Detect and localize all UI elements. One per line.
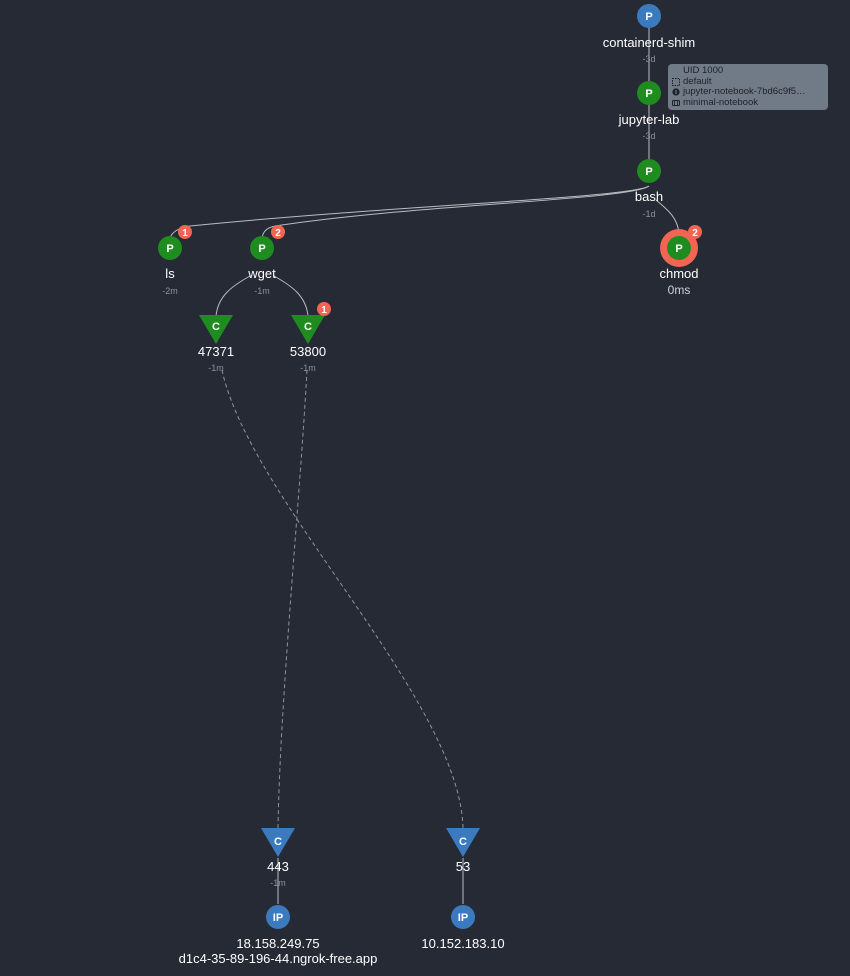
node-letter: C	[274, 836, 282, 848]
namespace-text: default	[683, 76, 712, 87]
edge-47371-53	[221, 369, 464, 829]
node-letter: P	[166, 243, 173, 255]
connection-node-triangle[interactable]	[291, 315, 325, 344]
node-containerd-shim[interactable]: P	[637, 4, 661, 28]
pod-text: jupyter-notebook-7bd6c9f5…	[683, 87, 806, 97]
conn-53-label: 53	[455, 859, 471, 874]
node-letter: P	[645, 166, 652, 178]
connection-node-triangle[interactable]	[446, 828, 480, 857]
process-node-circle[interactable]	[250, 236, 274, 260]
node-conn-443[interactable]: C	[261, 828, 295, 857]
edge-wget-47371	[215, 275, 251, 317]
chmod-label: chmod	[659, 266, 699, 281]
edge-bash-chmod	[655, 199, 680, 235]
wget-label: wget	[248, 266, 276, 281]
node-letter: P	[645, 11, 652, 23]
chmod-time: 0ms	[667, 283, 691, 297]
jupyter-lab-label: jupyter-lab	[618, 112, 680, 127]
conn-443-label: 443	[267, 859, 289, 874]
alert-badge	[271, 225, 285, 239]
node-ls[interactable]: P 1	[158, 225, 192, 260]
alert-badge-count: 1	[321, 305, 327, 316]
edge-bash-wget	[261, 185, 650, 239]
conn-443-time: -1m	[270, 878, 286, 888]
alert-badge-count: 2	[275, 228, 281, 239]
node-conn-53800[interactable]: C 1	[291, 302, 331, 344]
ip-1-address: 18.158.249.75	[236, 936, 320, 951]
alert-badge-count: 2	[692, 228, 698, 239]
edges	[169, 16, 680, 904]
process-info-tooltip: UID 1000 default jupyter-notebook-7bd6c9…	[668, 64, 828, 110]
process-node-circle[interactable]	[637, 4, 661, 28]
conn-53800-label: 53800	[289, 344, 327, 359]
alert-badge	[688, 225, 702, 239]
connection-node-triangle[interactable]	[199, 315, 233, 344]
node-wget[interactable]: P 2	[250, 225, 285, 260]
node-ip-2[interactable]: IP	[451, 905, 475, 929]
node-bash[interactable]: P	[637, 159, 661, 183]
pod-icon	[672, 88, 680, 96]
container-row: minimal-notebook	[672, 98, 824, 109]
wget-time: -1m	[254, 286, 270, 296]
ls-time: -2m	[162, 286, 178, 296]
process-node-circle[interactable]	[667, 236, 691, 260]
conn-53800-time: -1m	[300, 363, 316, 373]
node-letter: C	[212, 321, 220, 333]
containerd-shim-label: containerd-shim	[602, 35, 696, 50]
node-letter: P	[675, 243, 682, 255]
jupyter-lab-time: -3d	[642, 131, 656, 141]
alert-badge	[317, 302, 331, 316]
conn-47371-label: 47371	[197, 344, 235, 359]
pod-row: jupyter-notebook-7bd6c9f5…	[672, 87, 824, 98]
node-conn-47371[interactable]: C	[199, 315, 233, 344]
uid-text: UID 1000	[683, 66, 724, 76]
node-conn-53[interactable]: C	[446, 828, 480, 857]
namespace-icon	[672, 77, 680, 86]
node-letter: C	[304, 321, 312, 333]
node-letter: P	[258, 243, 265, 255]
ip-1-domain: d1c4-35-89-196-44.ngrok-free.app	[178, 951, 378, 966]
ip-node-circle[interactable]	[266, 905, 290, 929]
alert-badge-count: 1	[182, 228, 188, 239]
connection-node-triangle[interactable]	[261, 828, 295, 857]
node-letter: C	[459, 836, 467, 848]
alert-badge	[178, 225, 192, 239]
edge-wget-53800	[273, 275, 309, 317]
ls-label: ls	[165, 266, 175, 281]
container-text: minimal-notebook	[683, 97, 758, 108]
namespace-row: default	[672, 77, 824, 88]
containerd-shim-time: -3d	[642, 54, 656, 64]
bash-time: -1d	[642, 209, 656, 219]
conn-47371-time: -1m	[208, 363, 224, 373]
node-letter: IP	[273, 912, 283, 924]
node-chmod[interactable]: P 2	[660, 225, 702, 267]
ip-2-address: 10.152.183.10	[421, 936, 505, 951]
container-icon	[672, 99, 680, 106]
process-node-circle[interactable]	[158, 236, 182, 260]
node-jupyter-lab[interactable]: P	[637, 81, 661, 105]
process-node-circle[interactable]	[637, 81, 661, 105]
bash-label: bash	[634, 189, 664, 204]
node-letter: IP	[458, 912, 468, 924]
node-ip-1[interactable]: IP	[266, 905, 290, 929]
edge-53800-443	[277, 369, 308, 829]
process-node-circle[interactable]	[637, 159, 661, 183]
edge-bash-ls	[169, 185, 650, 239]
node-letter: P	[645, 88, 652, 100]
ip-node-circle[interactable]	[451, 905, 475, 929]
